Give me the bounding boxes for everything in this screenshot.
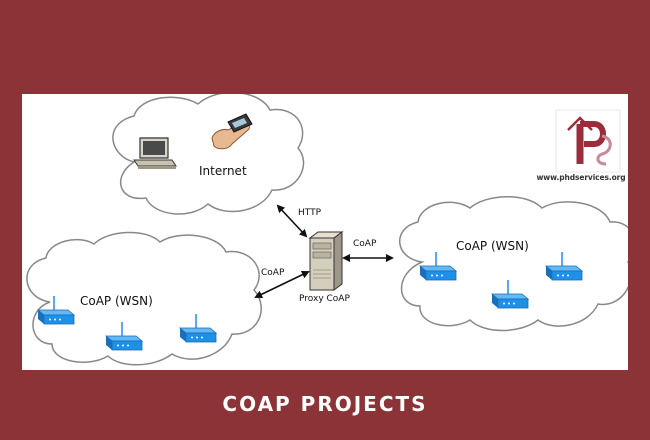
- phdservices-logo: [555, 109, 621, 173]
- handheld-device-icon: [211, 113, 253, 150]
- logo-url: www.phdservices.org: [536, 173, 626, 182]
- proxy-label: Proxy CoAP: [299, 294, 350, 304]
- right-cloud-label: CoAP (WSN): [456, 239, 529, 253]
- coap-right-label: CoAP: [353, 239, 377, 249]
- http-label: HTTP: [298, 208, 322, 218]
- proxy-server-icon: [308, 231, 344, 291]
- left-cloud-label: CoAP (WSN): [80, 294, 153, 308]
- coap-left-label: CoAP: [261, 268, 285, 278]
- page-title: COAP PROJECTS: [222, 392, 428, 416]
- coap-left-link: [254, 270, 310, 299]
- diagram-panel: Internet Proxy CoAP HTTP CoAP CoAP CoAP …: [22, 94, 628, 370]
- coap-network-diagram: Internet Proxy CoAP HTTP CoAP CoAP CoAP …: [26, 94, 628, 366]
- internet-label: Internet: [199, 164, 247, 178]
- computer-icon: [133, 137, 177, 169]
- http-link: [276, 204, 308, 238]
- right-wsn-cloud: [399, 196, 628, 332]
- internet-cloud: [112, 94, 305, 215]
